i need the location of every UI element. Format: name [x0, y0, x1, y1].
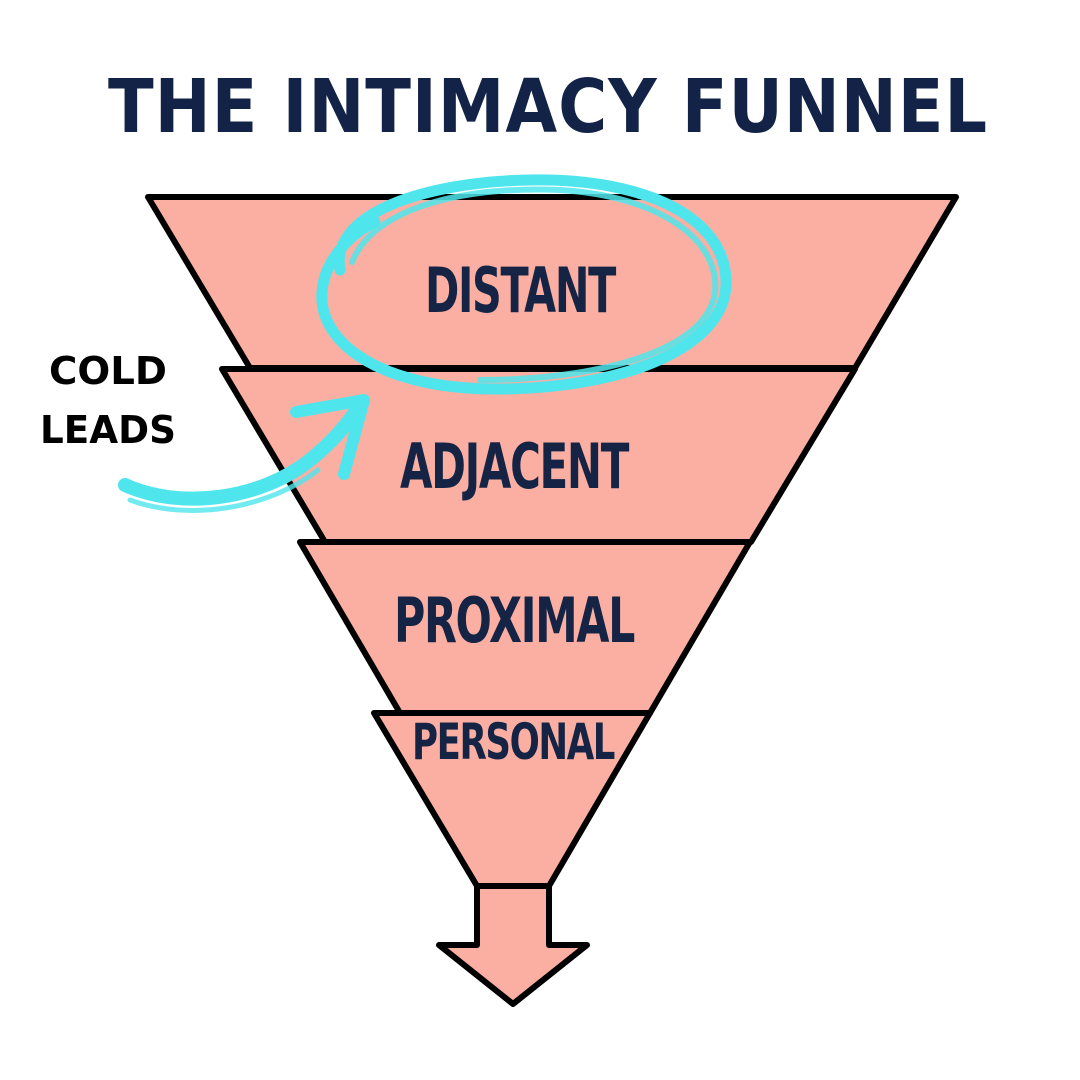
down-arrow-icon [436, 883, 590, 1007]
arrow-shaft [118, 395, 369, 506]
funnel [145, 194, 959, 1007]
stage-label-adjacent: ADJACENT [400, 430, 629, 503]
page-title: THE INTIMACY FUNNEL [108, 64, 988, 150]
callout-label-line2: LEADS [40, 408, 176, 452]
highlight-ring-overlap [349, 186, 719, 383]
stage-label-proximal: PROXIMAL [394, 584, 634, 657]
stage-label-personal: PERSONAL [412, 713, 615, 771]
highlight-ring-stroke [316, 174, 732, 395]
highlight-ring-icon [316, 174, 732, 395]
curved-arrow-icon [118, 394, 370, 513]
stage-label-distant: DISTANT [425, 254, 616, 327]
callout-label-line1: COLD [49, 349, 167, 393]
arrow-shaft-brush [127, 467, 321, 513]
arrow-head [290, 394, 370, 480]
